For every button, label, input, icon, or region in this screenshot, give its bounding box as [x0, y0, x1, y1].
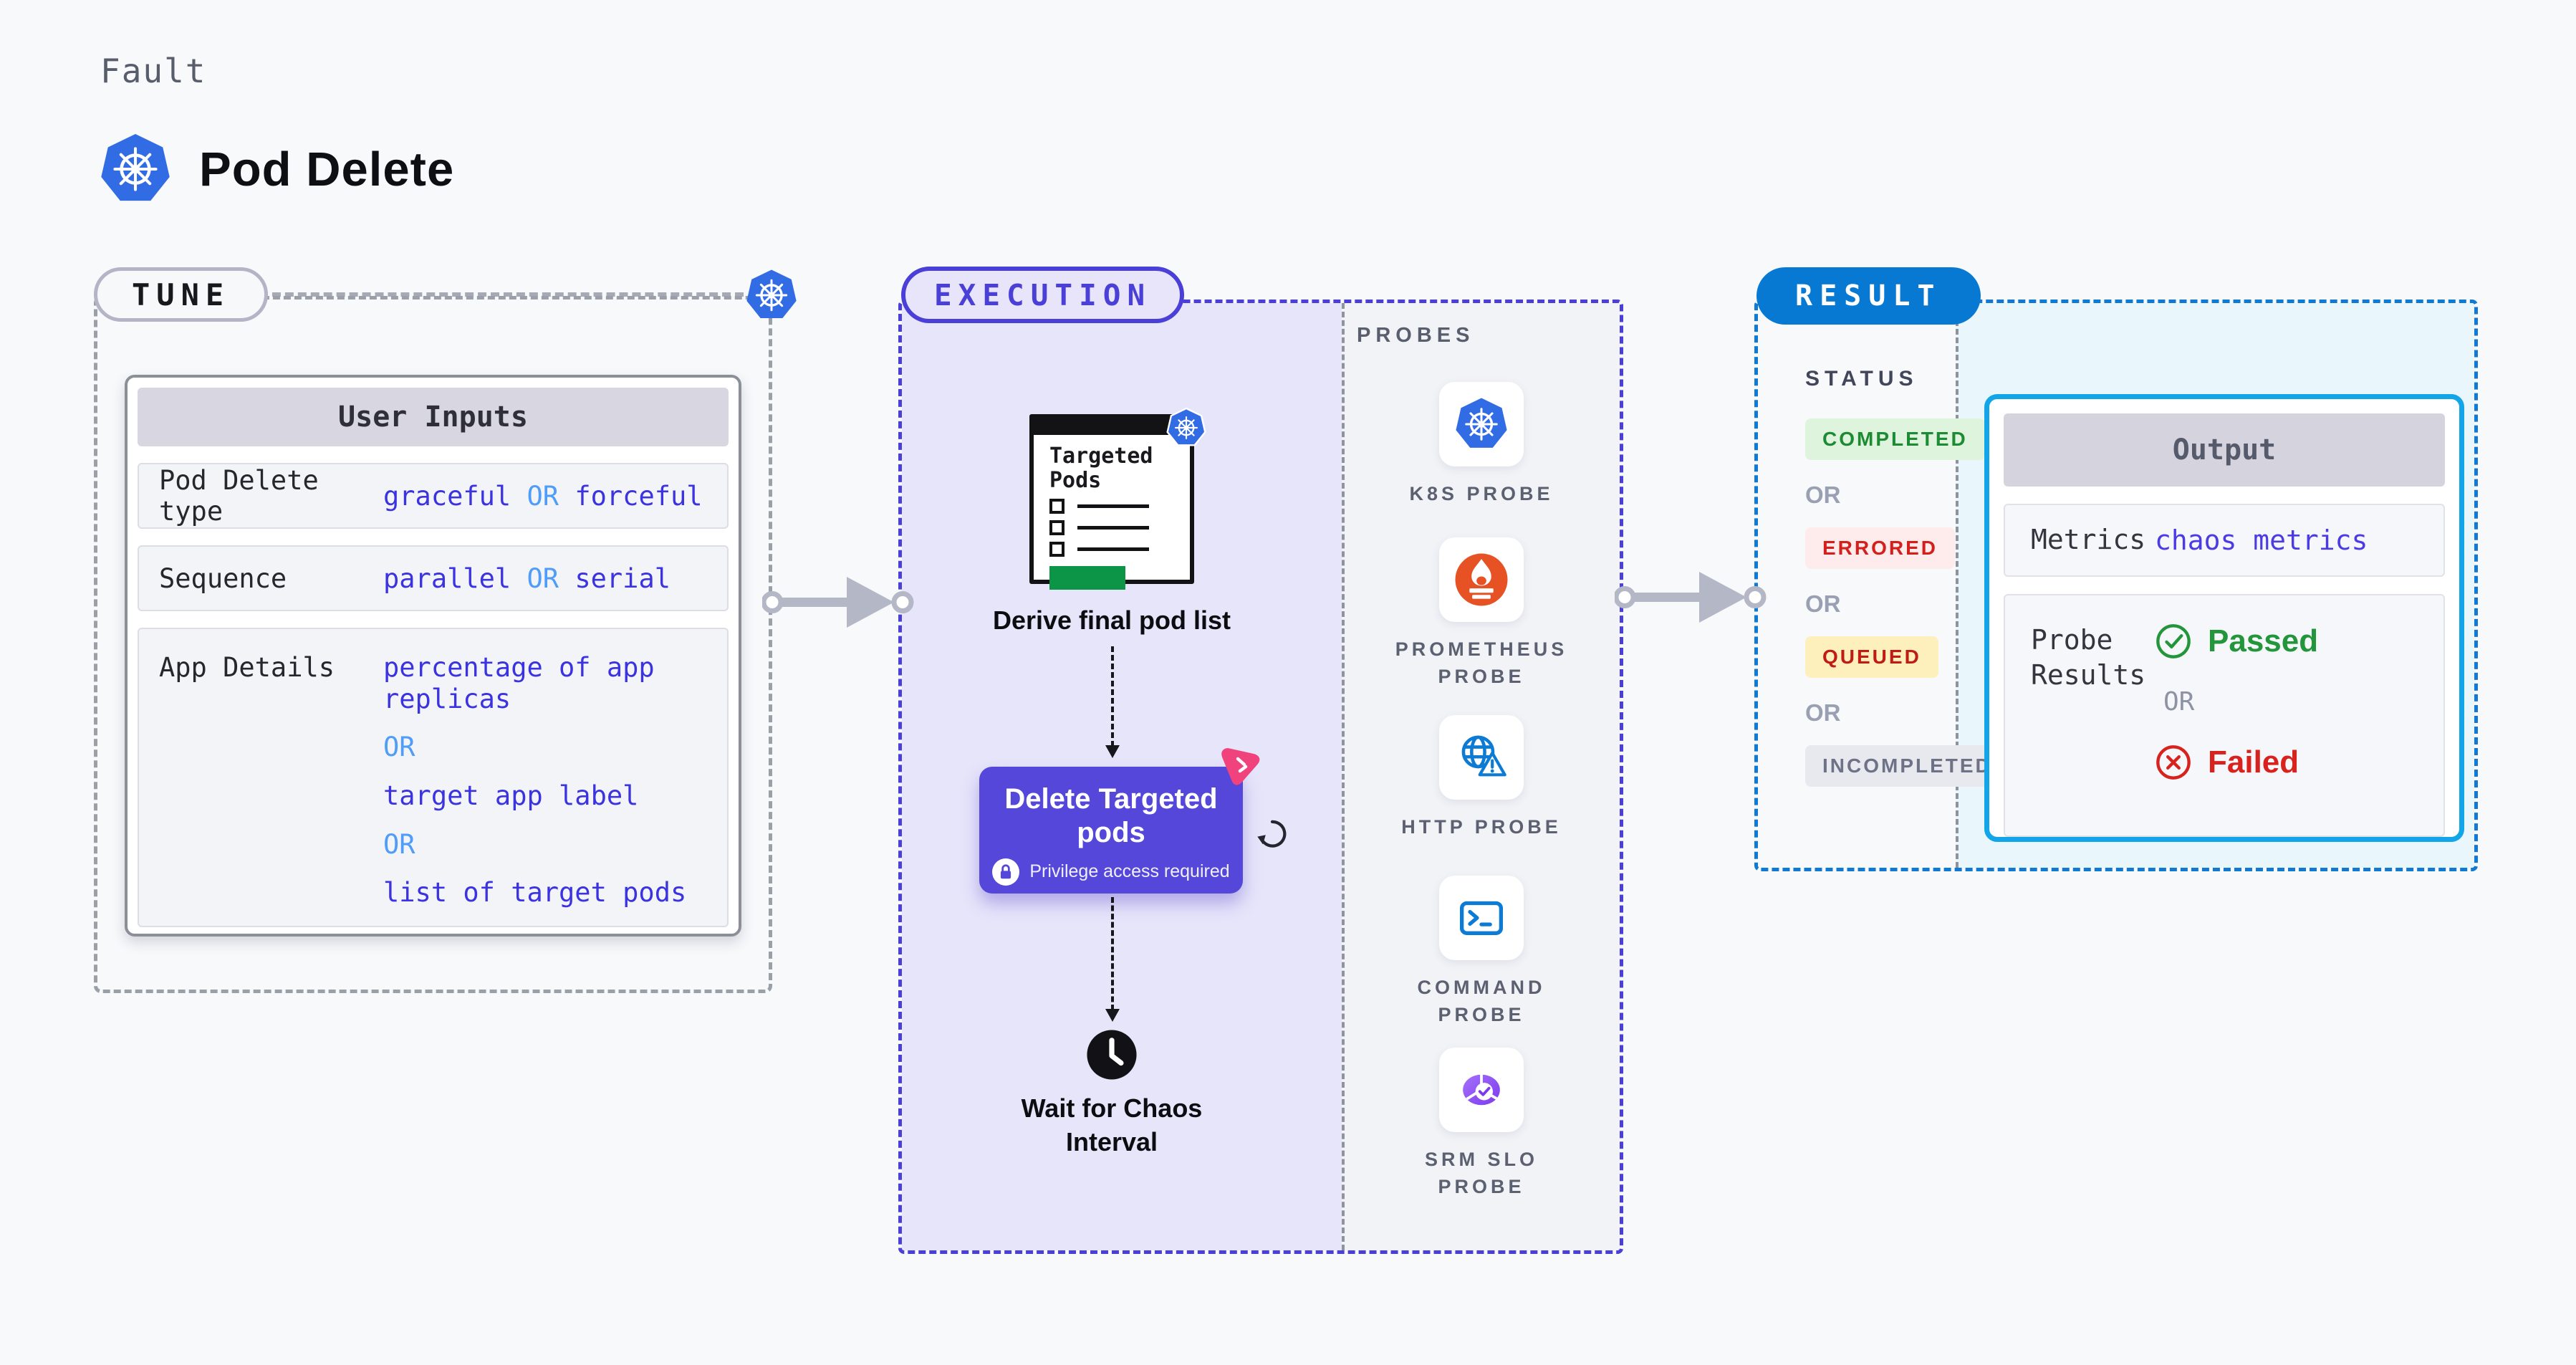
status-heading: STATUS: [1805, 367, 1918, 391]
table-row: Sequence parallel OR serial: [138, 545, 729, 611]
output-probe-results-row: Probe Results Passed OR Failed: [2004, 594, 2445, 837]
targeted-pods-title: Targeted Pods: [1049, 444, 1153, 493]
derive-pod-list-label: Derive final pod list: [992, 605, 1231, 635]
probe-results-values: Passed OR Failed: [2155, 623, 2318, 781]
srm-slo-icon: [1439, 1048, 1524, 1132]
metrics-value: chaos metrics: [2155, 525, 2368, 556]
probes-heading: PROBES: [1357, 324, 1475, 347]
kubernetes-icon: [1164, 404, 1208, 451]
probe-item: K8S PROBE: [1388, 382, 1575, 508]
tune-pill: TUNE: [94, 267, 269, 322]
row-value: percentage of app replicas OR target app…: [383, 652, 687, 909]
probe-item: HTTP PROBE: [1388, 715, 1575, 841]
table-row: Pod Delete type graceful OR forceful: [138, 463, 729, 529]
row-label: App Details: [159, 652, 335, 683]
flow-dotted-arrow: [1105, 897, 1120, 1022]
check-circle-icon: [2155, 623, 2192, 660]
tune-to-execution-arrow: [762, 567, 914, 636]
status-or: OR: [1805, 590, 1841, 617]
user-inputs-card: User Inputs Pod Delete type graceful OR …: [125, 375, 741, 937]
row-value: parallel OR serial: [383, 562, 671, 594]
tune-section-box: [94, 296, 772, 993]
pod-checklist-row: [1049, 542, 1190, 557]
metrics-label: Metrics: [2031, 524, 2146, 556]
row-value: graceful OR forceful: [383, 480, 703, 512]
execution-pill: EXECUTION: [901, 267, 1185, 323]
targeted-pods-icon: Targeted Pods: [1029, 414, 1194, 590]
output-card: Output Metrics chaos metrics Probe Resul…: [1984, 394, 2464, 842]
kubernetes-icon: [745, 267, 798, 324]
pod-checklist-row: [1049, 499, 1190, 514]
http-globe-icon: [1439, 715, 1524, 800]
delete-node-title: Delete Targeted pods: [1004, 783, 1218, 848]
output-header: Output: [2004, 413, 2445, 487]
delete-targeted-pods-node: Delete Targeted pods Privilege access re…: [979, 767, 1243, 894]
row-label: Sequence: [159, 562, 287, 594]
probe-item: COMMAND PROBE: [1388, 876, 1575, 1029]
kubernetes-icon: [1439, 382, 1524, 466]
failed-result: Failed: [2155, 744, 2318, 781]
retry-loop-icon: [1256, 817, 1289, 850]
pod-checklist-row: [1049, 520, 1190, 536]
tune-dashed-connector: [259, 292, 744, 297]
chaos-badge-icon: [1219, 745, 1261, 788]
status-badge-errored: ERRORED: [1805, 527, 1956, 569]
result-pill: RESULT: [1756, 267, 1981, 325]
execution-to-result-arrow: [1615, 562, 1767, 631]
page-title: Pod Delete: [199, 143, 455, 196]
progress-bar: [1049, 566, 1125, 590]
lock-icon: [992, 858, 1020, 886]
flow-dotted-arrow: [1105, 646, 1120, 758]
status-badge-incompleted: INCOMPLETED: [1805, 745, 2009, 787]
status-or: OR: [1805, 699, 1841, 726]
output-metrics-row: Metrics chaos metrics: [2004, 504, 2445, 577]
targeted-pods-titlebar: [1033, 418, 1191, 435]
privilege-note: Privilege access required: [979, 858, 1243, 886]
result-or: OR: [2163, 687, 2195, 717]
fault-eyebrow: Fault: [100, 52, 207, 90]
prometheus-icon: [1439, 537, 1524, 622]
status-badge-queued: QUEUED: [1805, 636, 1938, 678]
status-badge-completed: COMPLETED: [1805, 418, 1985, 460]
status-column: STATUS COMPLETED OR ERRORED OR QUEUED OR…: [1805, 367, 2009, 808]
terminal-icon: [1439, 876, 1524, 960]
probe-item: SRM SLO PROBE: [1388, 1048, 1575, 1201]
status-or: OR: [1805, 482, 1841, 508]
probe-item: PROMETHEUS PROBE: [1388, 537, 1575, 691]
passed-result: Passed: [2155, 623, 2318, 660]
x-circle-icon: [2155, 744, 2192, 781]
probe-results-label: Probe Results: [2031, 624, 2146, 691]
clock-icon: [1086, 1029, 1138, 1081]
wait-interval-label: Wait for Chaos Interval: [1021, 1093, 1203, 1156]
table-row: App Details percentage of app replicas O…: [138, 628, 729, 927]
kubernetes-icon: [99, 130, 172, 208]
user-inputs-header: User Inputs: [138, 388, 729, 446]
row-label: Pod Delete type: [159, 465, 319, 527]
